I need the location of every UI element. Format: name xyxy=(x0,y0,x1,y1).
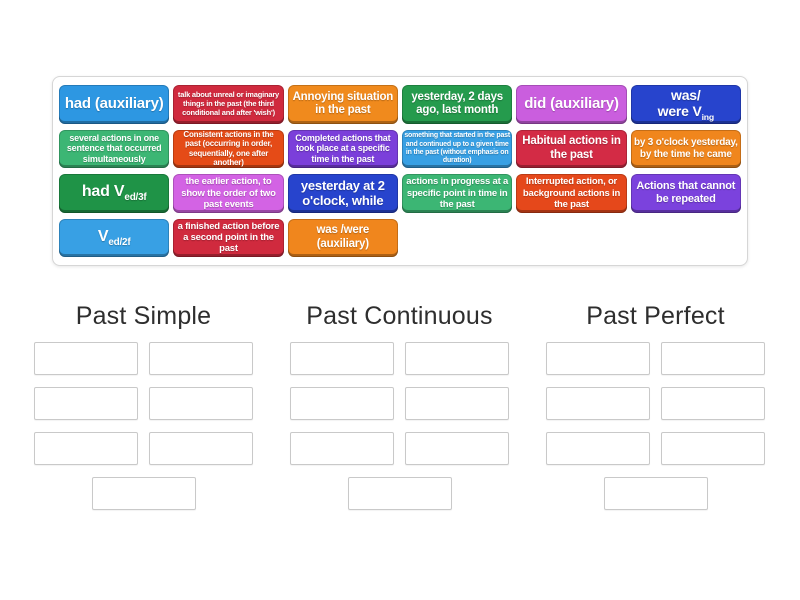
tile-interrupted-action[interactable]: Interrupted action, or background action… xyxy=(516,174,627,213)
tile-had-auxiliary[interactable]: had (auxiliary) xyxy=(59,85,170,124)
tile-by-3-oclock[interactable]: by 3 o'clock yesterday, by the time he c… xyxy=(630,129,741,168)
tile-label: yesterday at 2 o'clock, while xyxy=(300,177,385,209)
group-past-simple: Past Simple xyxy=(34,290,253,510)
group-past-perfect: Past Perfect xyxy=(546,290,765,510)
drop-slot[interactable] xyxy=(149,387,253,420)
tile-label: was/ were Ving xyxy=(657,86,715,123)
tile-annoying-situation[interactable]: Annoying situation in the past xyxy=(287,85,398,124)
slots-past-perfect xyxy=(546,342,765,510)
drop-slot[interactable] xyxy=(34,342,138,375)
slots-past-continuous xyxy=(290,342,509,510)
tile-actions-cannot-repeated[interactable]: Actions that cannot be repeated xyxy=(630,174,741,213)
group-title-past-continuous: Past Continuous xyxy=(306,301,493,330)
drop-slot[interactable] xyxy=(405,432,509,465)
group-past-continuous: Past Continuous xyxy=(290,290,509,510)
drop-slot[interactable] xyxy=(34,387,138,420)
tile-something-started[interactable]: something that started in the past and c… xyxy=(402,129,513,168)
tile-label: Annoying situation in the past xyxy=(292,90,394,117)
drop-slot[interactable] xyxy=(290,342,394,375)
tile-was-were-ving[interactable]: was/ were Ving xyxy=(630,85,741,124)
drop-slot[interactable] xyxy=(661,387,765,420)
word-bank-panel: had (auxiliary) talk about unreal or imag… xyxy=(52,76,748,266)
drop-slot[interactable] xyxy=(34,432,138,465)
tile-label: Interrupted action, or background action… xyxy=(522,176,621,210)
tile-was-were-auxiliary[interactable]: was /were (auxiliary) xyxy=(287,218,398,257)
tile-label: Actions that cannot be repeated xyxy=(636,180,736,206)
tile-label: had (auxiliary) xyxy=(64,95,164,113)
drop-slot[interactable] xyxy=(347,477,452,510)
tile-habitual-actions[interactable]: Habitual actions in the past xyxy=(516,129,627,168)
group-title-past-perfect: Past Perfect xyxy=(586,301,725,330)
group-title-past-simple: Past Simple xyxy=(75,301,212,330)
tile-label: was /were (auxiliary) xyxy=(316,224,370,250)
tiles-grid: had (auxiliary) talk about unreal or imag… xyxy=(59,85,741,257)
tile-did-auxiliary[interactable]: did (auxiliary) xyxy=(516,85,627,124)
drop-slot[interactable] xyxy=(546,432,650,465)
tile-label: actions in progress at a specific point … xyxy=(406,176,509,210)
tile-label: talk about unreal or imaginary things in… xyxy=(177,89,280,117)
drop-slot[interactable] xyxy=(546,342,650,375)
tile-yesterday-at-2-oclock[interactable]: yesterday at 2 o'clock, while xyxy=(287,174,398,213)
tile-earlier-action[interactable]: the earlier action, to show the order of… xyxy=(173,174,284,213)
tile-consistent-actions[interactable]: Consistent actions in the past (occurrin… xyxy=(173,129,284,168)
tile-label: did (auxiliary) xyxy=(524,95,619,113)
tile-ved-2f[interactable]: Ved/2f xyxy=(59,218,170,257)
drop-slot[interactable] xyxy=(405,387,509,420)
drop-slot[interactable] xyxy=(290,387,394,420)
drop-slot[interactable] xyxy=(290,432,394,465)
drop-slot[interactable] xyxy=(149,432,253,465)
tile-label: the earlier action, to show the order of… xyxy=(181,176,276,210)
tile-completed-actions[interactable]: Completed actions that took place at a s… xyxy=(287,129,398,168)
tile-label: had Ved/3f xyxy=(81,183,147,204)
drop-slot[interactable] xyxy=(405,342,509,375)
tile-talk-about-unreal[interactable]: talk about unreal or imaginary things in… xyxy=(173,85,284,124)
drop-slot[interactable] xyxy=(149,342,253,375)
tile-label: Completed actions that took place at a s… xyxy=(295,132,391,165)
drop-slot[interactable] xyxy=(546,387,650,420)
tile-label: Ved/2f xyxy=(97,227,131,248)
tile-yesterday-2-days-ago[interactable]: yesterday, 2 days ago, last month xyxy=(402,85,513,124)
drop-slot[interactable] xyxy=(661,432,765,465)
slots-past-simple xyxy=(34,342,253,510)
tile-had-ved-3f[interactable]: had Ved/3f xyxy=(59,174,170,213)
tile-label: a finished action before a second point … xyxy=(177,220,280,255)
tile-label: by 3 o'clock yesterday, by the time he c… xyxy=(633,136,738,160)
tile-finished-action[interactable]: a finished action before a second point … xyxy=(173,218,284,257)
drop-slot[interactable] xyxy=(661,342,765,375)
tile-actions-in-progress[interactable]: actions in progress at a specific point … xyxy=(402,174,513,213)
tile-several-actions[interactable]: several actions in one sentence that occ… xyxy=(59,129,170,168)
tile-label: something that started in the past and c… xyxy=(404,132,510,164)
tile-label: several actions in one sentence that occ… xyxy=(66,132,162,165)
drop-slot[interactable] xyxy=(603,477,708,510)
drop-slot[interactable] xyxy=(91,477,196,510)
tile-label: yesterday, 2 days ago, last month xyxy=(411,90,503,117)
tile-label: Habitual actions in the past xyxy=(522,135,621,161)
tile-label: Consistent actions in the past (occurrin… xyxy=(183,129,274,168)
